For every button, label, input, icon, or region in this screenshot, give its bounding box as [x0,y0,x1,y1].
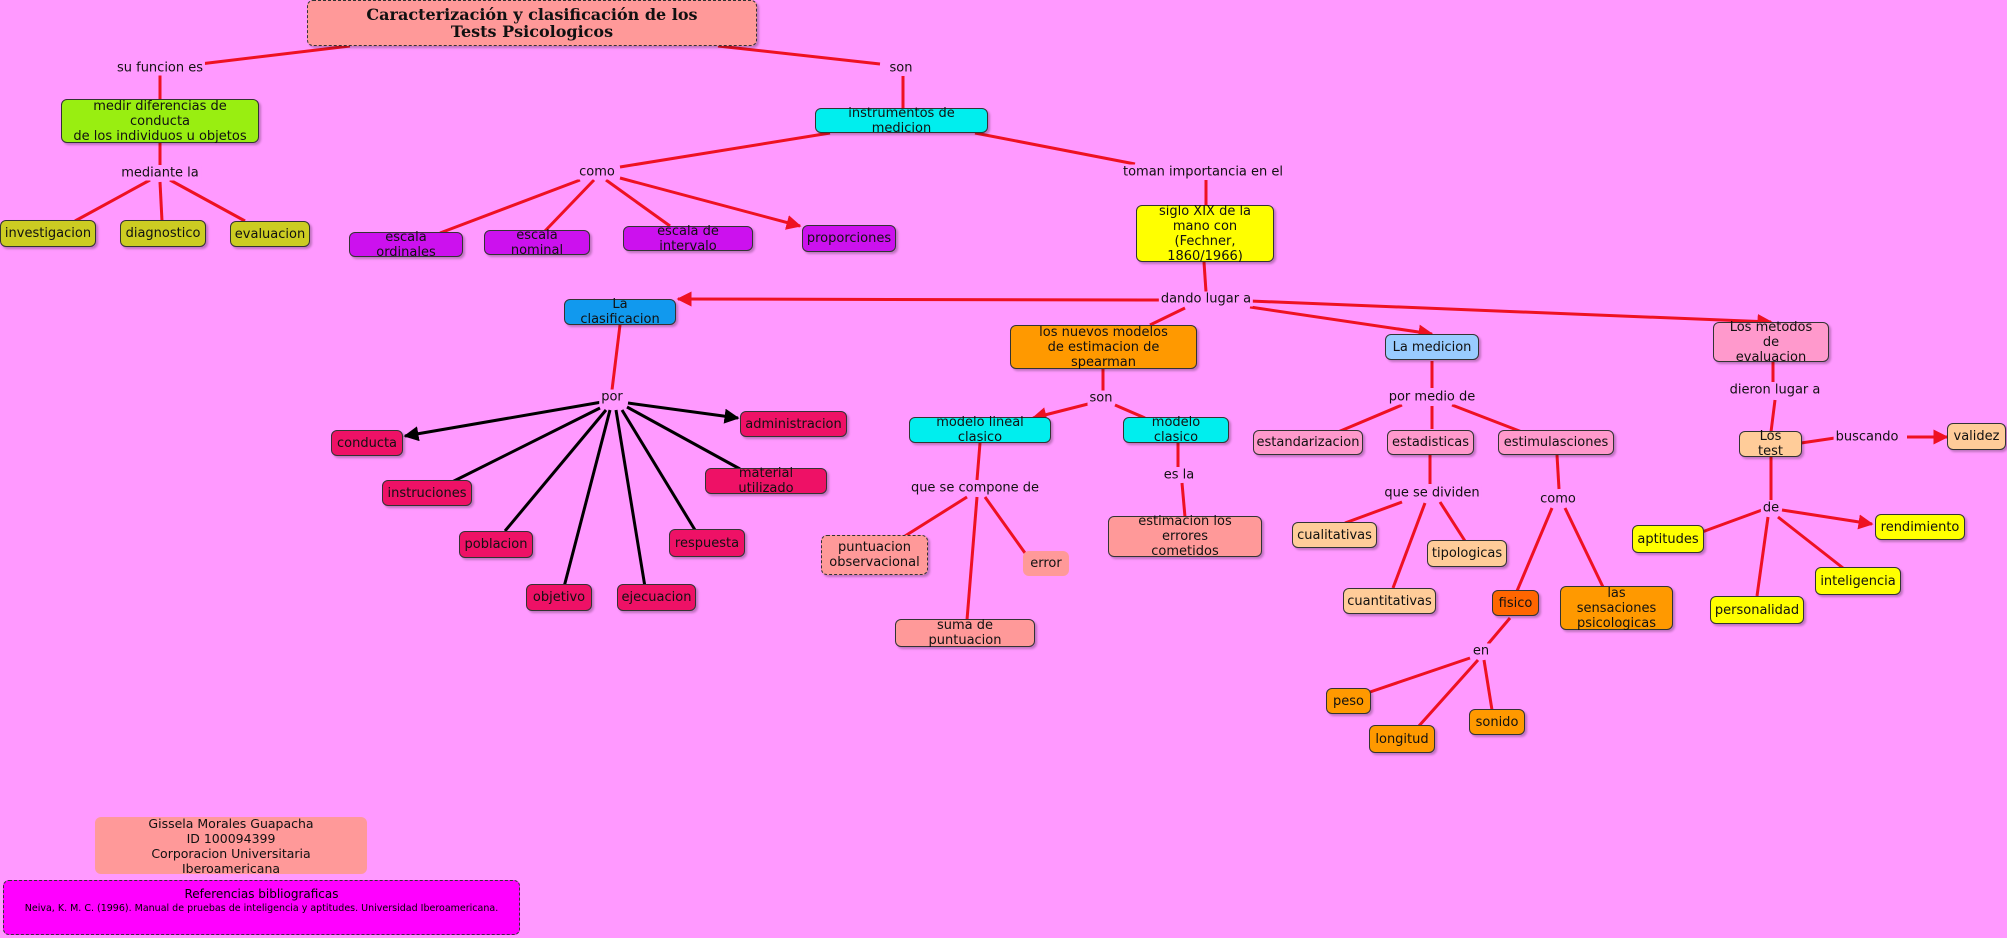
node-escala-nominal: escala nominal [484,228,590,258]
node-sonido: sonido [1469,709,1525,735]
link-por: por [599,389,625,405]
node-cuantitativas: cuantitativas [1343,588,1436,614]
node-modelo-clasico: modelo clasico [1123,415,1229,445]
node-personalidad: personalidad [1710,596,1804,624]
link-dando-lugar-a: dando lugar a [1158,291,1254,307]
link-que-se-compone-de: que se compone de [908,480,1042,496]
node-estimacion-errores: estimacion los errores cometidos [1108,514,1262,559]
node-la-clasificacion: La clasificacion [564,297,676,327]
node-conducta: conducta [331,430,403,456]
link-de: de [1760,500,1782,516]
node-modelo-lineal-clasico: modelo lineal clasico [909,415,1051,445]
node-respuesta: respuesta [669,529,745,557]
node-nuevos-modelos: los nuevos modelos de estimacion de spea… [1010,325,1197,370]
node-siglo-xix: siglo XIX de la mano con (Fechner, 1860/… [1136,204,1274,264]
node-objetivo: objetivo [526,584,592,611]
node-ejecuacion: ejecuacion [617,584,696,611]
node-estadisticas: estadisticas [1387,430,1474,455]
link-son-1: son [887,60,915,76]
link-buscando: buscando [1833,429,1901,445]
references-heading: Referencias bibliograficas [184,887,339,901]
map-title: Caracterización y clasificación de los T… [307,0,757,46]
link-por-medio-de: por medio de [1386,389,1478,405]
node-administracion: administracion [740,411,847,437]
node-evaluacion: evaluacion [230,221,310,247]
node-cualitativas: cualitativas [1292,522,1377,548]
node-instrumentos: instrumentos de medicion [815,106,988,136]
red-connectors [74,44,1949,729]
node-escala-ordinales: escala ordinales [349,230,463,260]
black-connectors [403,400,741,588]
node-rendimiento: rendimiento [1875,514,1965,540]
node-diagnostico: diagnostico [120,220,206,247]
link-como-2: como [1538,491,1578,507]
node-la-medicion: La medicion [1385,334,1479,360]
node-inteligencia: inteligencia [1815,567,1901,595]
node-material-utilizado: material utilizado [705,466,827,496]
node-longitud: longitud [1369,725,1435,753]
references-box: Referencias bibliograficas Neiva, K. M. … [3,880,520,935]
node-validez: validez [1947,423,2006,450]
node-suma-de-puntuacion: suma de puntuacion [895,618,1035,648]
node-error: error [1023,551,1069,576]
link-son-2: son [1087,390,1115,406]
node-peso: peso [1326,688,1371,714]
node-tipologicas: tipologicas [1427,540,1507,567]
node-escala-intervalo: escala de intervalo [623,224,753,254]
node-investigacion: investigacion [0,220,96,247]
node-sensaciones-psicologicas: las sensaciones psicologicas [1560,586,1673,631]
link-dieron-lugar-a: dieron lugar a [1727,382,1823,398]
link-que-se-dividen: que se dividen [1382,485,1482,501]
link-es-la: es la [1161,467,1197,483]
node-puntuacion-observacional: puntuacion observacional [821,535,928,575]
link-como-1: como [577,164,617,180]
node-estimulasciones: estimulasciones [1498,430,1614,455]
link-su-funcion-es: su funcion es [114,60,206,76]
node-estandarizacion: estandarizacion [1253,430,1363,455]
references-text: Neiva, K. M. C. (1996). Manual de prueba… [24,903,499,914]
node-metodos-evaluacion: Los metodos de evaluacion [1713,320,1829,365]
node-instruciones: instruciones [382,480,472,506]
link-en: en [1470,643,1492,659]
node-poblacion: poblacion [459,531,533,558]
link-mediante-la: mediante la [119,165,201,181]
node-aptitudes: aptitudes [1632,525,1704,553]
node-fisico: fisico [1492,590,1539,616]
link-toman-importancia: toman importancia en el [1120,164,1286,180]
node-los-test: Los test [1739,429,1802,459]
author-box: Gissela Morales Guapacha ID 100094399 Co… [95,816,367,876]
node-medir: medir diferencias de conducta de los ind… [61,99,259,144]
node-proporciones: proporciones [802,225,896,252]
